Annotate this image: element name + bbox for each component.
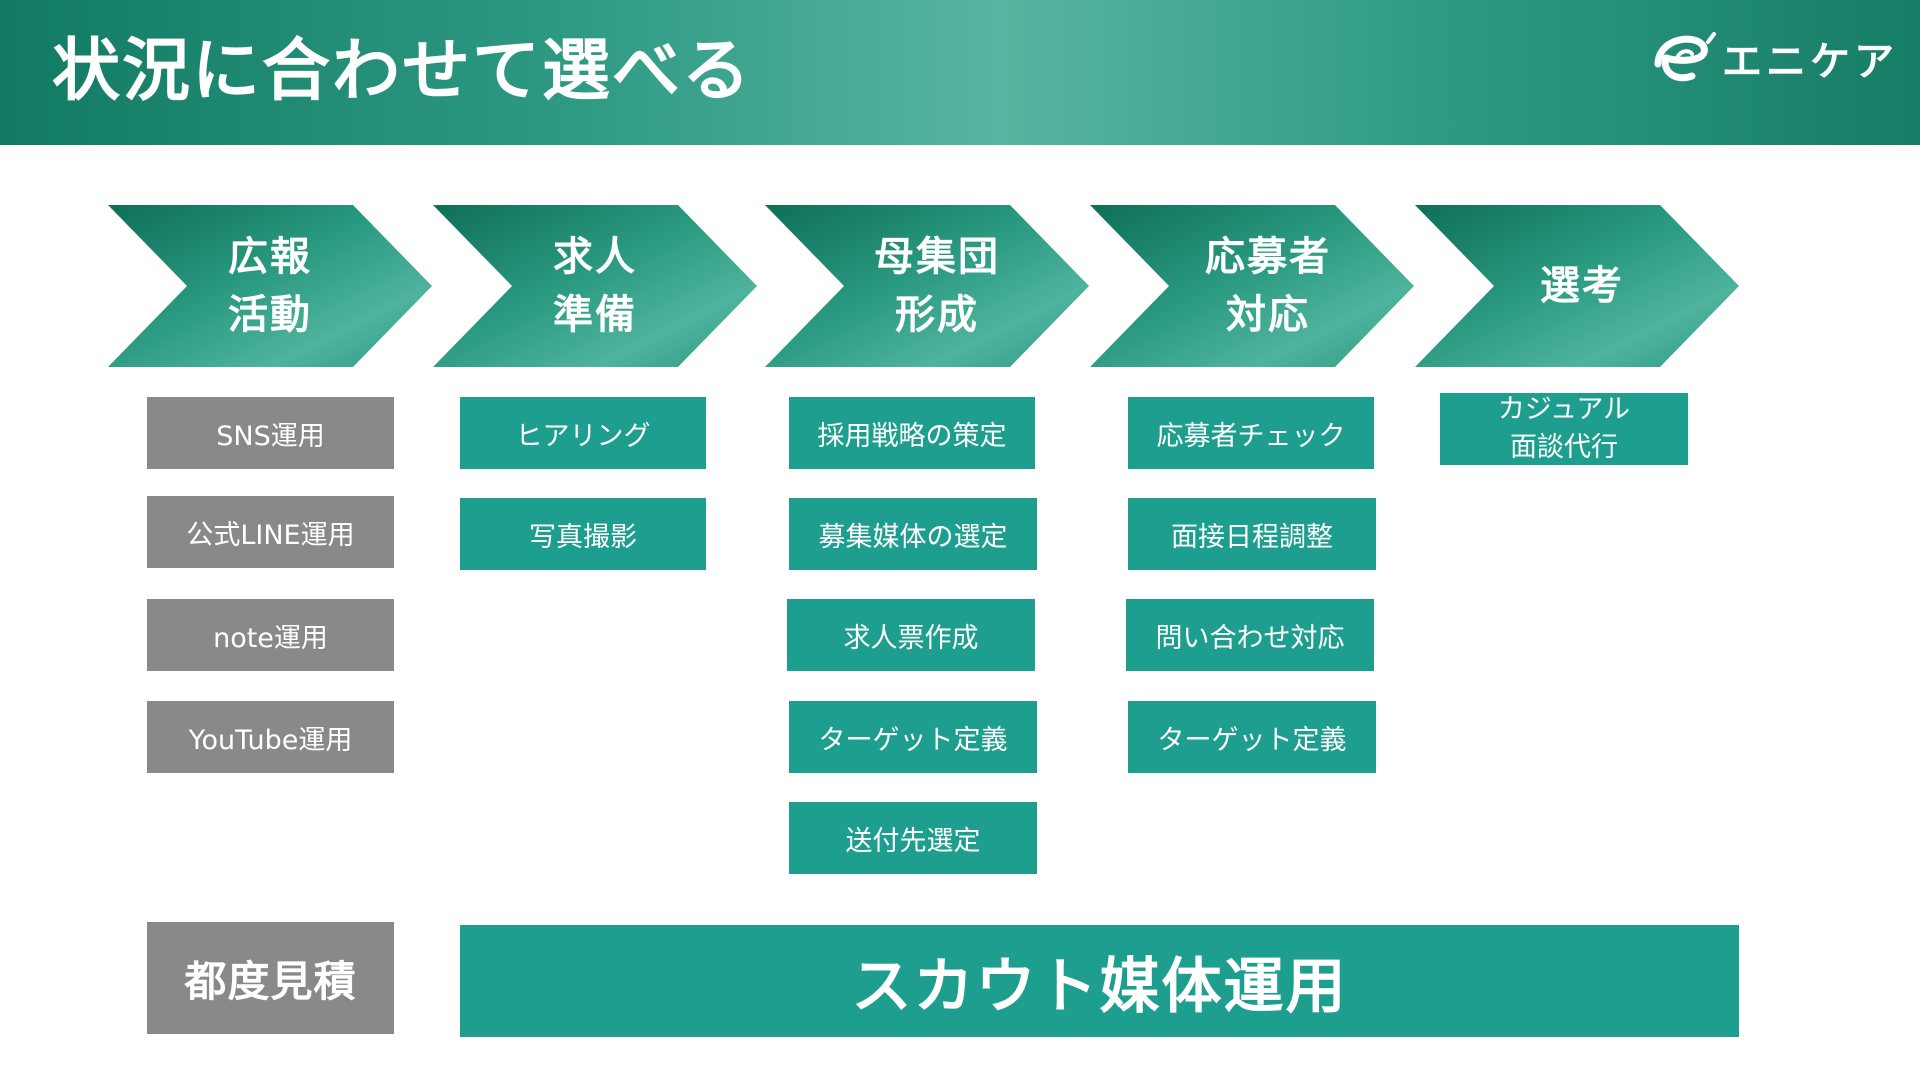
service-item: 採用戦略の策定 [789, 397, 1035, 469]
stage-label-selection: 選考 [1540, 263, 1624, 309]
brand-name: エニケア [1722, 39, 1898, 85]
service-item: 送付先選定 [789, 802, 1037, 874]
chevron-stage-5 [1415, 205, 1739, 367]
page-title: 状況に合わせて選べる [52, 32, 753, 111]
service-item: 求人票作成 [787, 599, 1035, 671]
service-item: note運用 [147, 599, 394, 671]
stage-label-applicant: 応募者 対応 [1205, 234, 1331, 338]
quote-per-request: 都度見積 [147, 922, 394, 1034]
service-item: 写真撮影 [460, 498, 706, 570]
scout-media-operation: スカウト媒体運用 [460, 925, 1739, 1037]
service-item: カジュアル 面談代行 [1440, 393, 1688, 465]
stage-label-pool: 母集団 形成 [874, 234, 1000, 338]
stage-label-pr: 広報 活動 [228, 234, 312, 338]
chevron-stage-1 [108, 205, 432, 367]
service-item: 応募者チェック [1128, 397, 1374, 469]
header-banner: 状況に合わせて選べる エニケア [0, 0, 1920, 145]
service-item: ターゲット定義 [789, 701, 1037, 773]
process-chevrons [108, 205, 1739, 367]
service-item: 公式LINE運用 [147, 496, 394, 568]
service-item: ヒアリング [460, 397, 706, 469]
chevron-stage-2 [433, 205, 757, 367]
chevron-stage-3 [765, 205, 1089, 367]
service-item: YouTube運用 [147, 701, 394, 773]
stage-label-prep: 求人 準備 [553, 234, 637, 338]
service-item: 募集媒体の選定 [789, 498, 1037, 570]
swirl-e-logo-icon [1654, 32, 1716, 82]
service-item: 問い合わせ対応 [1126, 599, 1374, 671]
service-item: 面接日程調整 [1128, 498, 1376, 570]
service-item: SNS運用 [147, 397, 394, 469]
brand-logo: エニケア [1644, 28, 1898, 88]
chevron-stage-4 [1090, 205, 1414, 367]
service-item: ターゲット定義 [1128, 701, 1376, 773]
